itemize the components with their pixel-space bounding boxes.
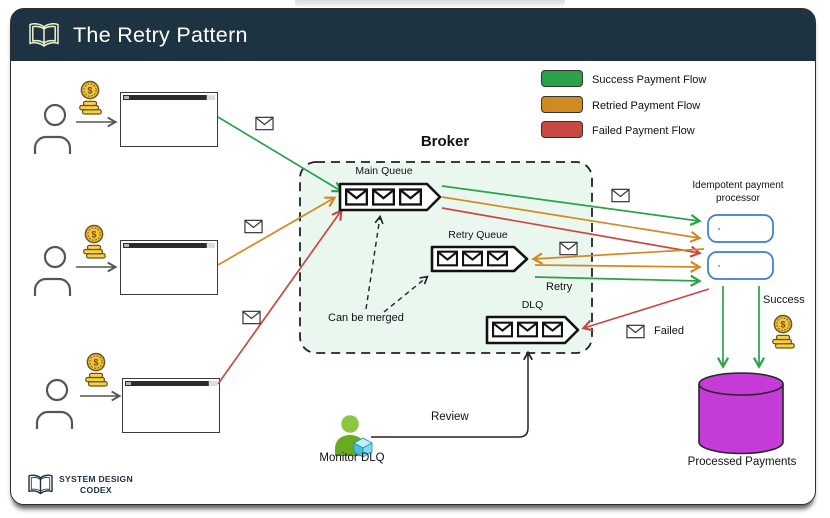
processed-payments-label: Processed Payments (687, 456, 797, 468)
flow-main-queue-to-processor-orange (441, 196, 702, 243)
flow-retried-to-main-queue (217, 196, 337, 266)
brand-line2: CODEX (80, 484, 112, 495)
processor-label: Idempotent payment processor (692, 180, 784, 204)
retry-flow-label: Retry (546, 281, 573, 293)
message-icon (437, 250, 458, 267)
message-icon (242, 310, 261, 325)
user-icon-1 (33, 103, 72, 154)
open-book-icon (29, 22, 59, 47)
client-app-window-3 (122, 378, 220, 433)
cube-icon (353, 437, 373, 458)
message-icon (244, 219, 263, 234)
message-icon (626, 324, 645, 339)
review-arrow (371, 350, 533, 438)
message-icon (492, 321, 513, 338)
legend-label-success: Success Payment Flow (592, 74, 707, 86)
flow-success-to-main-queue (217, 116, 344, 193)
message-icon (542, 321, 563, 338)
flow-lines (217, 116, 766, 385)
dollar-coins-icon-2 (82, 224, 106, 259)
message-icon (399, 188, 422, 206)
window-titlebar (125, 381, 217, 386)
processor-node-2 (707, 251, 774, 280)
flow-processor-to-retry-queue (531, 248, 705, 265)
message-icon (345, 188, 368, 206)
flow-retry-to-processor-green (534, 274, 702, 287)
dlq-label: DLQ (521, 299, 544, 311)
legend-label-failed: Failed Payment Flow (592, 125, 695, 137)
user-icon-3 (35, 378, 74, 429)
message-icon (255, 116, 274, 131)
window-titlebar (123, 243, 215, 248)
flow-failed-to-main-queue (217, 208, 343, 385)
monitor-dlq-label: Monitor DLQ (319, 452, 385, 464)
flow-main-queue-to-processor-red (441, 207, 702, 258)
legend-swatch-retried (541, 96, 583, 113)
top-shadow-artifact (295, 0, 565, 7)
dollar-coins-icon-success (771, 314, 795, 349)
legend-swatch-success (541, 70, 583, 87)
legend-label-retried: Retried Payment Flow (592, 100, 701, 112)
user-icons (33, 103, 74, 429)
flow-retry-queue-to-processor-orange (534, 260, 702, 273)
message-icon (462, 250, 483, 267)
processed-payments-db (698, 372, 784, 455)
brand-book-icon (28, 474, 53, 495)
dollar-coins-icon-1 (78, 80, 102, 115)
review-label: Review (431, 411, 469, 423)
client-app-window-1 (120, 92, 218, 147)
success-flow-label: Success (763, 294, 805, 306)
broker-title: Broker (420, 133, 470, 150)
legend-swatch-failed (541, 121, 583, 138)
page-title: The Retry Pattern (73, 22, 248, 47)
user-icon-2 (33, 245, 72, 296)
brand-line1: SYSTEM DESIGN (59, 474, 133, 485)
window-titlebar (123, 95, 215, 100)
processor-node-1 (707, 214, 774, 243)
merge-note-label: Can be merged (328, 312, 404, 324)
monitor-dlq-icon (335, 415, 373, 458)
message-icon (559, 241, 578, 256)
flow-main-queue-to-processor-green (441, 185, 702, 226)
brand-logo: SYSTEM DESIGN CODEX (27, 473, 133, 496)
message-icon (611, 188, 630, 203)
processor-nodes (707, 214, 774, 280)
dollar-coins-icon-3 (84, 352, 108, 387)
flow-processor-to-dlq (581, 288, 710, 332)
client-app-window-2 (120, 240, 218, 295)
failed-flow-label: Failed (654, 325, 684, 337)
main-queue-label: Main Queue (355, 165, 413, 177)
message-icon (517, 321, 538, 338)
header-bar: The Retry Pattern (11, 9, 815, 61)
user-request-arrows (76, 116, 122, 402)
message-icon (372, 188, 395, 206)
merge-annotation-arrows (365, 214, 429, 313)
retry-queue-label: Retry Queue (448, 229, 508, 241)
message-icon (487, 250, 508, 267)
